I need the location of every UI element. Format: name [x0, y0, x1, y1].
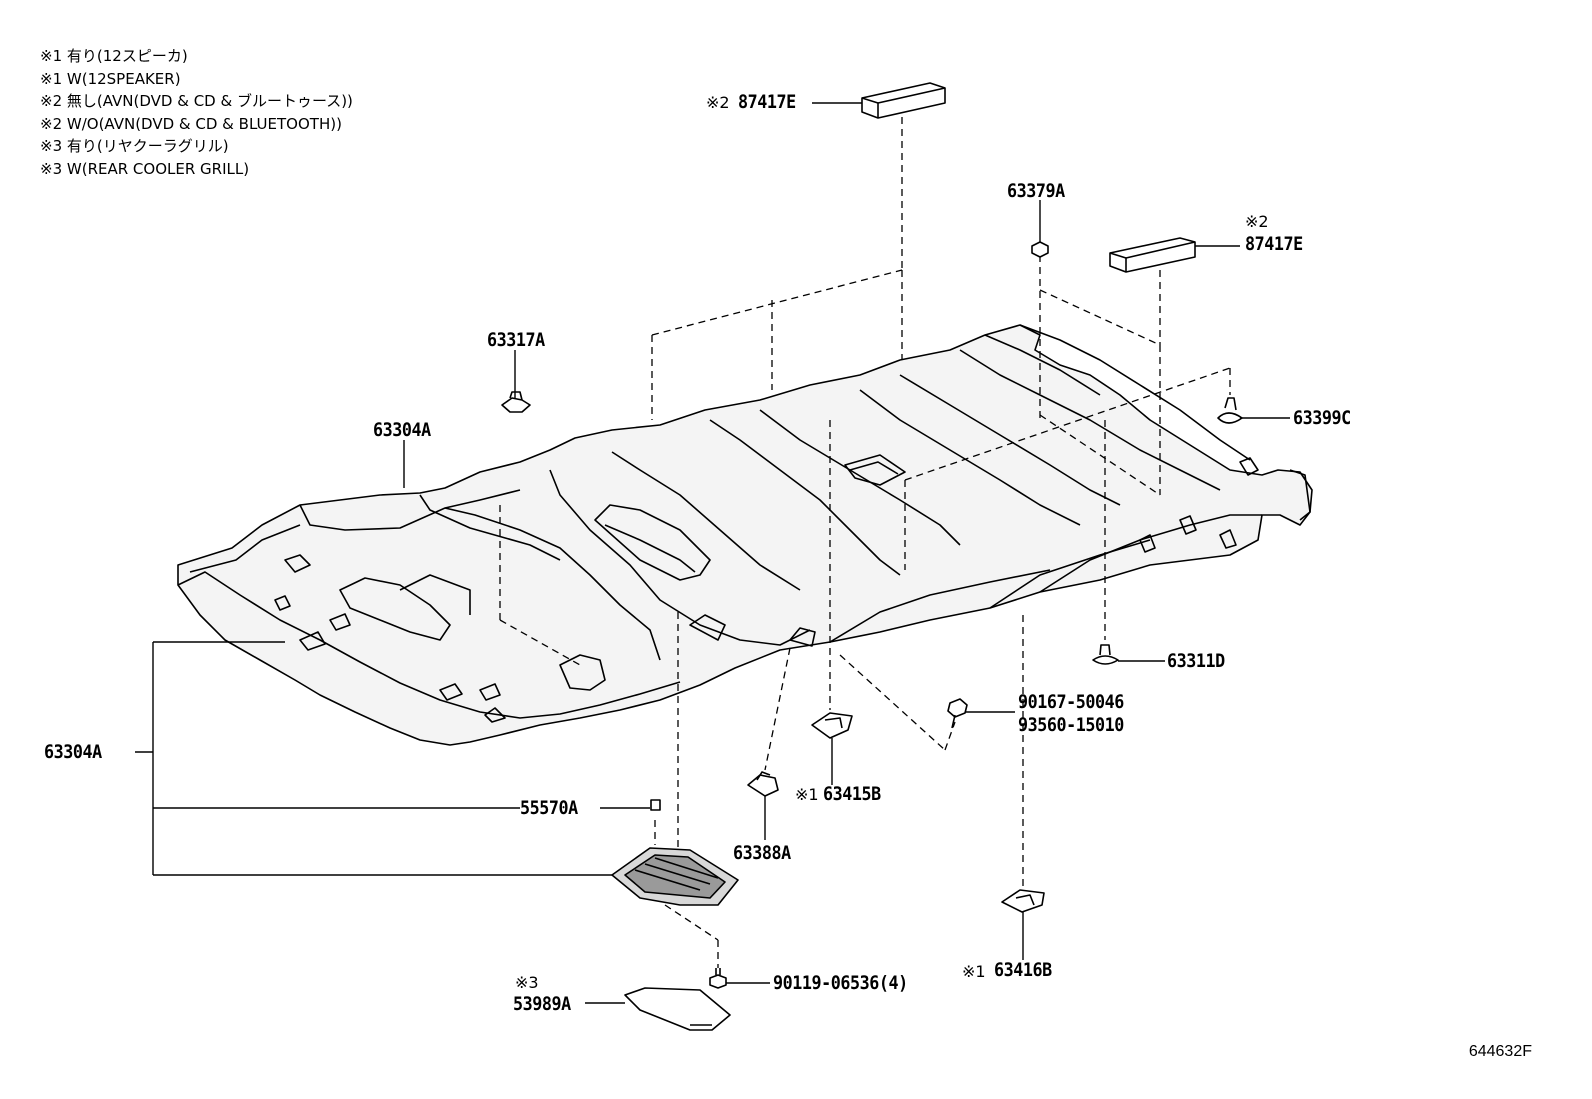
label-63399c[interactable]: 63399C — [1293, 407, 1351, 429]
pin-55570a — [650, 799, 661, 811]
bracket-63415b — [811, 712, 853, 739]
clip-63379a — [1031, 241, 1049, 258]
label-90167-50046[interactable]: 90167-50046 — [1018, 691, 1124, 713]
note-line: ※1 W(12SPEAKER) — [40, 69, 181, 88]
pad-87417e-left — [861, 82, 946, 119]
note-line: ※3 W(REAR COOLER GRILL) — [40, 159, 250, 178]
diagram-code: 644632F — [1468, 1043, 1532, 1060]
bracket-63388a — [747, 771, 779, 797]
pin-63311d — [1092, 644, 1119, 665]
pin-63399c — [1217, 397, 1243, 424]
mark-53989a: ※3 — [515, 973, 539, 992]
note-line: ※2 W/O(AVN(DVD & CD & BLUETOOTH)) — [40, 114, 342, 133]
label-63379a[interactable]: 63379A — [1007, 180, 1065, 202]
label-87417e-right[interactable]: 87417E — [1245, 233, 1303, 255]
label-55570a[interactable]: 55570A — [520, 797, 578, 819]
cover-53989a — [624, 987, 731, 1031]
variant-notes: ※1 有り(12スピーカ) ※1 W(12SPEAKER) ※2 無し(AVN(DV… — [40, 45, 353, 180]
label-93560-15010[interactable]: 93560-15010 — [1018, 714, 1124, 736]
label-53989a[interactable]: 53989A — [513, 993, 571, 1015]
label-63415b[interactable]: 63415B — [823, 783, 881, 805]
clip-63317a — [501, 391, 531, 413]
label-63388a[interactable]: 63388A — [733, 842, 791, 864]
label-63311d[interactable]: 63311D — [1167, 650, 1225, 672]
rear-cooler-grill — [611, 847, 739, 906]
roof-headliner — [177, 324, 1313, 746]
label-90119-06536[interactable]: 90119-06536(4) — [773, 972, 908, 994]
label-63416b[interactable]: 63416B — [994, 959, 1052, 981]
label-63304a-left[interactable]: 63304A — [44, 741, 102, 763]
label-63304a-top[interactable]: 63304A — [373, 419, 431, 441]
note-line: ※3 有り(リヤクーラグリル) — [40, 137, 229, 155]
mark-87417e-left: ※2 — [706, 93, 730, 112]
label-63317a[interactable]: 63317A — [487, 329, 545, 351]
mark-87417e-right: ※2 — [1245, 212, 1269, 231]
mark-63416b: ※1 — [962, 962, 986, 981]
note-line: ※2 無し(AVN(DVD & CD & ブルートゥース)) — [40, 92, 353, 110]
pad-87417e-right — [1109, 237, 1196, 273]
label-87417e-left[interactable]: 87417E — [738, 91, 796, 113]
bracket-63416b — [1001, 889, 1045, 913]
mark-63415b: ※1 — [795, 785, 819, 804]
screw-90119 — [709, 968, 727, 989]
bolt-90167 — [947, 698, 968, 729]
note-line: ※1 有り(12スピーカ) — [40, 47, 188, 65]
